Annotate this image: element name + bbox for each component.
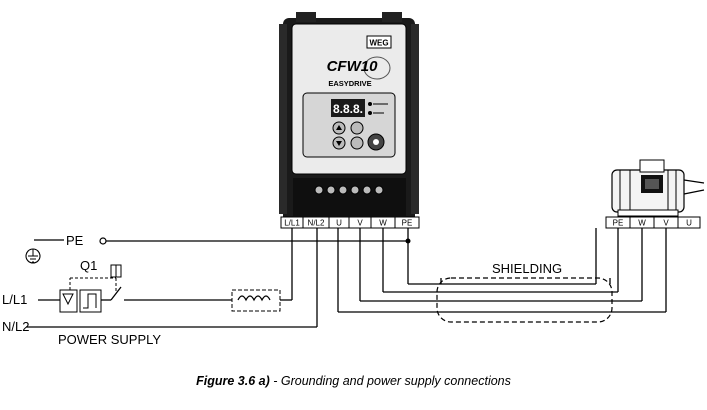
weg-logo: WEG (366, 35, 392, 49)
ground-icon (25, 248, 41, 264)
l1-label: L/L1 (2, 292, 27, 307)
q1-label: Q1 (80, 258, 97, 273)
motor-terminal-pe: PE (613, 219, 624, 228)
motor-terminal-u: U (686, 219, 692, 228)
figure-number: Figure 3.6 a) (196, 374, 270, 388)
brand-label: WEG (369, 39, 388, 48)
display-readout: 8.8.8. (333, 102, 363, 116)
cfw10-logo: CFW10 (327, 56, 391, 80)
stop-key-icon (350, 136, 364, 150)
cfw10-drive: WEG CFW10 EASYDRIVE 8.8.8. (279, 12, 419, 223)
power-supply-label: POWER SUPPLY (58, 332, 161, 347)
motor (611, 159, 705, 217)
motor-terminal-strip: PE W V U (605, 216, 701, 229)
motor-terminal-w: W (638, 219, 646, 228)
drive-terminal-l1: L/L1 (284, 219, 300, 228)
shielding-label: SHIELDING (492, 261, 562, 276)
drive-terminal-v: V (357, 219, 363, 228)
drive-terminal-pe: PE (402, 219, 413, 228)
model-label: CFW10 (327, 58, 378, 75)
prog-key-icon (350, 121, 364, 135)
drive-terminal-n2: N/L2 (308, 219, 325, 228)
n2-label: N/L2 (2, 319, 29, 334)
motor-terminal-v: V (663, 219, 669, 228)
keypad: 8.8.8. (302, 92, 396, 158)
figure-caption: Figure 3.6 a) - Grounding and power supp… (0, 374, 707, 388)
led-display (331, 99, 365, 117)
subtitle-label: EASYDRIVE (328, 79, 371, 88)
pe-label: PE (66, 233, 84, 248)
drive-terminal-screws (314, 185, 384, 195)
wiring (25, 228, 667, 328)
caption-text: - Grounding and power supply connections (269, 374, 511, 388)
line-reactor (231, 289, 292, 312)
drive-terminal-u: U (336, 219, 342, 228)
drive-terminal-w: W (379, 219, 387, 228)
drive-terminal-strip: L/L1 N/L2 U V W PE (280, 216, 420, 229)
q1-breaker (59, 264, 232, 313)
shielding-jacket (436, 277, 613, 323)
